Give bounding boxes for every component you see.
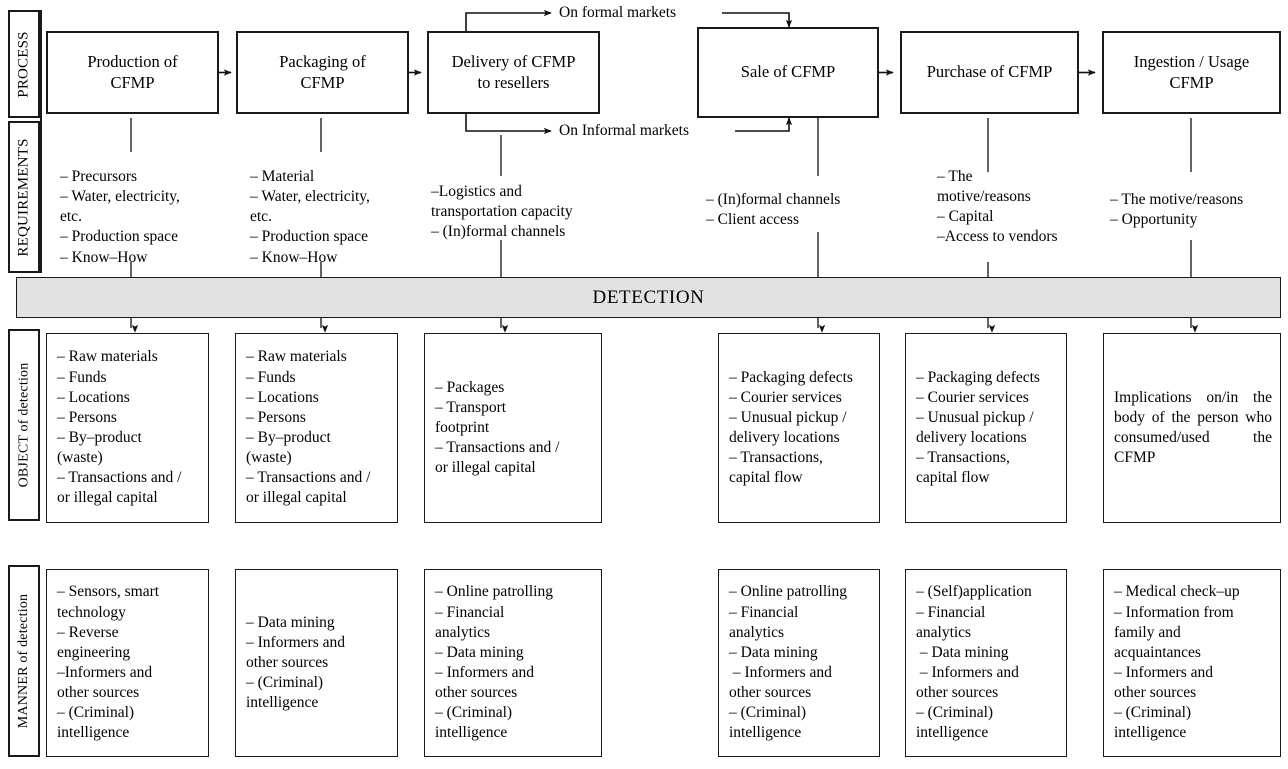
- object-text-delivery: – Packages – Transport footprint – Trans…: [435, 378, 560, 477]
- process-label-production: Production of CFMP: [87, 51, 178, 92]
- requirements-purchase: – The motive/reasons – Capital –Access t…: [937, 168, 1058, 246]
- rail-object-label: OBJECT of detection: [16, 362, 32, 488]
- process-box-packaging[interactable]: Packaging of CFMP: [236, 31, 409, 114]
- manner-box-purchase[interactable]: – (Self)application – Financial analytic…: [905, 569, 1067, 757]
- process-label-packaging: Packaging of CFMP: [279, 51, 366, 92]
- object-box-sale[interactable]: – Packaging defects – Courier services –…: [718, 333, 880, 523]
- rail-requirements-label: REQUIREMENTS: [15, 137, 32, 257]
- process-box-sale[interactable]: Sale of CFMP: [697, 27, 879, 118]
- manner-text-ingestion: – Medical check–up – Information from fa…: [1114, 583, 1240, 742]
- object-box-packaging[interactable]: – Raw materials – Funds – Locations – Pe…: [235, 333, 398, 523]
- rail-requirements: REQUIREMENTS: [8, 121, 40, 273]
- object-text-production: – Raw materials – Funds – Locations – Pe…: [57, 348, 182, 507]
- manner-text-sale: – Online patrolling – Financial analytic…: [729, 583, 847, 742]
- manner-box-production[interactable]: – Sensors, smart technology – Reverse en…: [46, 569, 209, 757]
- manner-text-production: – Sensors, smart technology – Reverse en…: [57, 583, 160, 742]
- manner-box-sale[interactable]: – Online patrolling – Financial analytic…: [718, 569, 880, 757]
- object-text-sale: – Packaging defects – Courier services –…: [729, 368, 853, 487]
- object-box-purchase[interactable]: – Packaging defects – Courier services –…: [905, 333, 1067, 523]
- manner-text-delivery: – Online patrolling – Financial analytic…: [435, 583, 553, 742]
- rail-divider: [40, 10, 42, 273]
- object-box-delivery[interactable]: – Packages – Transport footprint – Trans…: [424, 333, 602, 523]
- object-text-ingestion: Implications on/in the body of the perso…: [1114, 388, 1272, 467]
- process-box-production[interactable]: Production of CFMP: [46, 31, 219, 114]
- object-text-purchase: – Packaging defects – Courier services –…: [916, 368, 1040, 487]
- rail-process: PROCESS: [8, 10, 40, 118]
- requirements-sale: – (In)formal channels – Client access: [706, 191, 841, 229]
- rail-manner: MANNER of detection: [8, 565, 40, 757]
- process-label-sale: Sale of CFMP: [740, 62, 836, 82]
- manner-box-delivery[interactable]: – Online patrolling – Financial analytic…: [424, 569, 602, 757]
- requirements-delivery: –Logistics and transportation capacity –…: [431, 183, 573, 241]
- flow-label-formal: On formal markets: [556, 4, 680, 22]
- object-box-ingestion[interactable]: Implications on/in the body of the perso…: [1103, 333, 1281, 523]
- manner-box-ingestion[interactable]: – Medical check–up – Information from fa…: [1103, 569, 1281, 757]
- flow-label-informal: On Informal markets: [556, 122, 692, 140]
- process-box-delivery[interactable]: Delivery of CFMP to resellers: [427, 31, 600, 114]
- process-box-purchase[interactable]: Purchase of CFMP: [900, 31, 1079, 114]
- requirements-production: – Precursors – Water, electricity, etc. …: [60, 168, 180, 266]
- detection-band: DETECTION: [16, 277, 1281, 318]
- requirements-packaging: – Material – Water, electricity, etc. – …: [250, 168, 370, 266]
- rail-process-label: PROCESS: [15, 30, 32, 98]
- object-text-packaging: – Raw materials – Funds – Locations – Pe…: [246, 348, 371, 507]
- rail-manner-label: MANNER of detection: [16, 593, 32, 729]
- process-label-purchase: Purchase of CFMP: [926, 62, 1053, 82]
- rail-object: OBJECT of detection: [8, 329, 40, 521]
- object-box-production[interactable]: – Raw materials – Funds – Locations – Pe…: [46, 333, 209, 523]
- requirements-ingestion: – The motive/reasons – Opportunity: [1110, 191, 1244, 229]
- process-label-ingestion: Ingestion / Usage CFMP: [1133, 51, 1250, 92]
- manner-text-purchase: – (Self)application – Financial analytic…: [916, 583, 1032, 742]
- detection-label: DETECTION: [592, 286, 705, 308]
- process-box-ingestion[interactable]: Ingestion / Usage CFMP: [1102, 31, 1281, 114]
- manner-box-packaging[interactable]: – Data mining – Informers and other sour…: [235, 569, 398, 757]
- manner-text-packaging: – Data mining – Informers and other sour…: [246, 613, 345, 712]
- process-label-delivery: Delivery of CFMP to resellers: [451, 51, 576, 92]
